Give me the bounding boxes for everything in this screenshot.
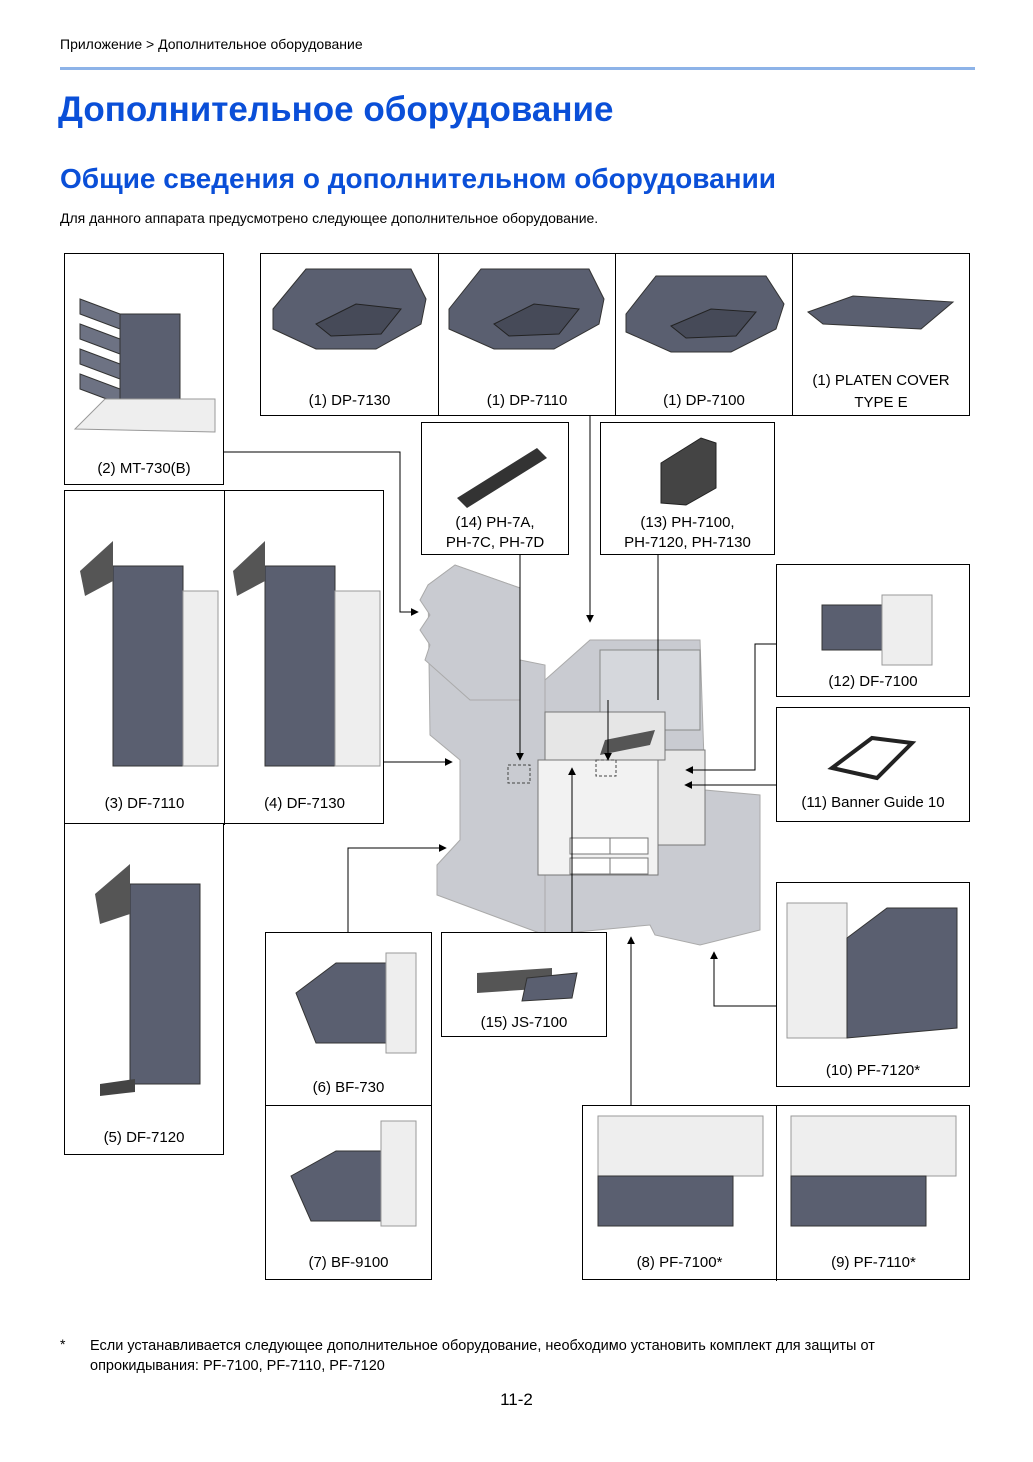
breadcrumb: Приложение > Дополнительное оборудование (60, 36, 363, 52)
equipment-diagram (224, 416, 776, 1105)
option-pf-group: (8) PF-7100* (9) PF-7110* (582, 1105, 970, 1281)
option-pf7120: (10) PF-7120* (776, 882, 970, 1087)
caption-line2: PH-7C, PH-7D (445, 534, 545, 551)
large-paper-feeder-icon (786, 902, 958, 1039)
option-js7100: (15) JS-7100 (441, 932, 607, 1037)
footnote-mark: * (60, 1336, 66, 1352)
caption-line2: TYPE E (854, 394, 908, 411)
booklet-folder-bf9100-icon (290, 1120, 417, 1227)
caption-pf7110: (9) PF-7110* (831, 1254, 916, 1271)
banner-guide-icon (827, 735, 917, 781)
page-title: Дополнительное оборудование (58, 90, 614, 129)
caption: (5) DF-7120 (103, 1129, 185, 1146)
dp7100-icon (625, 275, 785, 353)
job-separator-icon (477, 968, 578, 1002)
caption: (12) DF-7100 (828, 673, 918, 690)
option-dp7110: (1) DP-7110 (438, 253, 616, 416)
option-bf730: (6) BF-730 (265, 932, 432, 1106)
punch-unit-large-icon (660, 437, 717, 506)
finisher-icons (80, 541, 381, 767)
option-platen-cover: (1) PLATEN COVER TYPE E (792, 253, 970, 416)
caption: (1) DP-7130 (308, 392, 391, 409)
caption-df7110: (3) DF-7110 (104, 795, 185, 812)
caption: (2) MT-730(B) (97, 460, 191, 477)
caption-line1: (14) PH-7A, (455, 514, 535, 531)
mailbox-icon (73, 298, 216, 433)
platen-cover-icon (806, 295, 955, 330)
option-bf9100: (7) BF-9100 (265, 1105, 432, 1280)
caption: (1) DP-7100 (663, 392, 745, 409)
footnote: Если устанавливается следующее дополните… (90, 1338, 875, 1374)
dp7130-icon (272, 268, 427, 350)
inner-finisher-icon (821, 594, 933, 666)
finisher-df7120-icon (95, 864, 201, 1096)
dp7110-icon (448, 268, 605, 350)
caption-line1: (1) PLATEN COVER (812, 372, 950, 389)
caption-df7130: (4) DF-7130 (264, 795, 345, 812)
caption: (10) PF-7120* (825, 1062, 921, 1079)
option-df7100: (12) DF-7100 (776, 564, 970, 697)
option-dp7130: (1) DP-7130 (260, 253, 439, 416)
paper-feeder-icons (597, 1115, 957, 1227)
option-dp7100: (1) DP-7100 (615, 253, 793, 416)
option-ph7100: (13) PH-7100, PH-7120, PH-7130 (600, 422, 775, 555)
section-title: Общие сведения о дополнительном оборудов… (60, 163, 776, 194)
option-banner-guide: (11) Banner Guide 10 (776, 707, 970, 822)
caption: (7) BF-9100 (308, 1254, 389, 1271)
caption: (1) DP-7110 (486, 392, 568, 409)
booklet-folder-icon (295, 952, 417, 1054)
option-ph7a: (14) PH-7A, PH-7C, PH-7D (421, 422, 569, 555)
option-df7120: (5) DF-7120 (64, 823, 224, 1155)
caption: (11) Banner Guide 10 (801, 794, 945, 811)
option-df-group: (3) DF-7110 (4) DF-7130 (64, 490, 384, 825)
intro-text: Для данного аппарата предусмотрено следу… (60, 210, 599, 226)
option-mt730: (2) MT-730(B) (64, 253, 224, 485)
header-rule (60, 67, 975, 70)
caption: (6) BF-730 (312, 1079, 385, 1096)
caption-pf7100: (8) PF-7100* (636, 1254, 723, 1271)
page-number: 11-2 (500, 1390, 533, 1409)
punch-unit-icon (457, 448, 547, 508)
caption: (15) JS-7100 (480, 1014, 568, 1031)
caption-line1: (13) PH-7100, (640, 514, 735, 531)
caption-line2: PH-7120, PH-7130 (624, 534, 751, 551)
